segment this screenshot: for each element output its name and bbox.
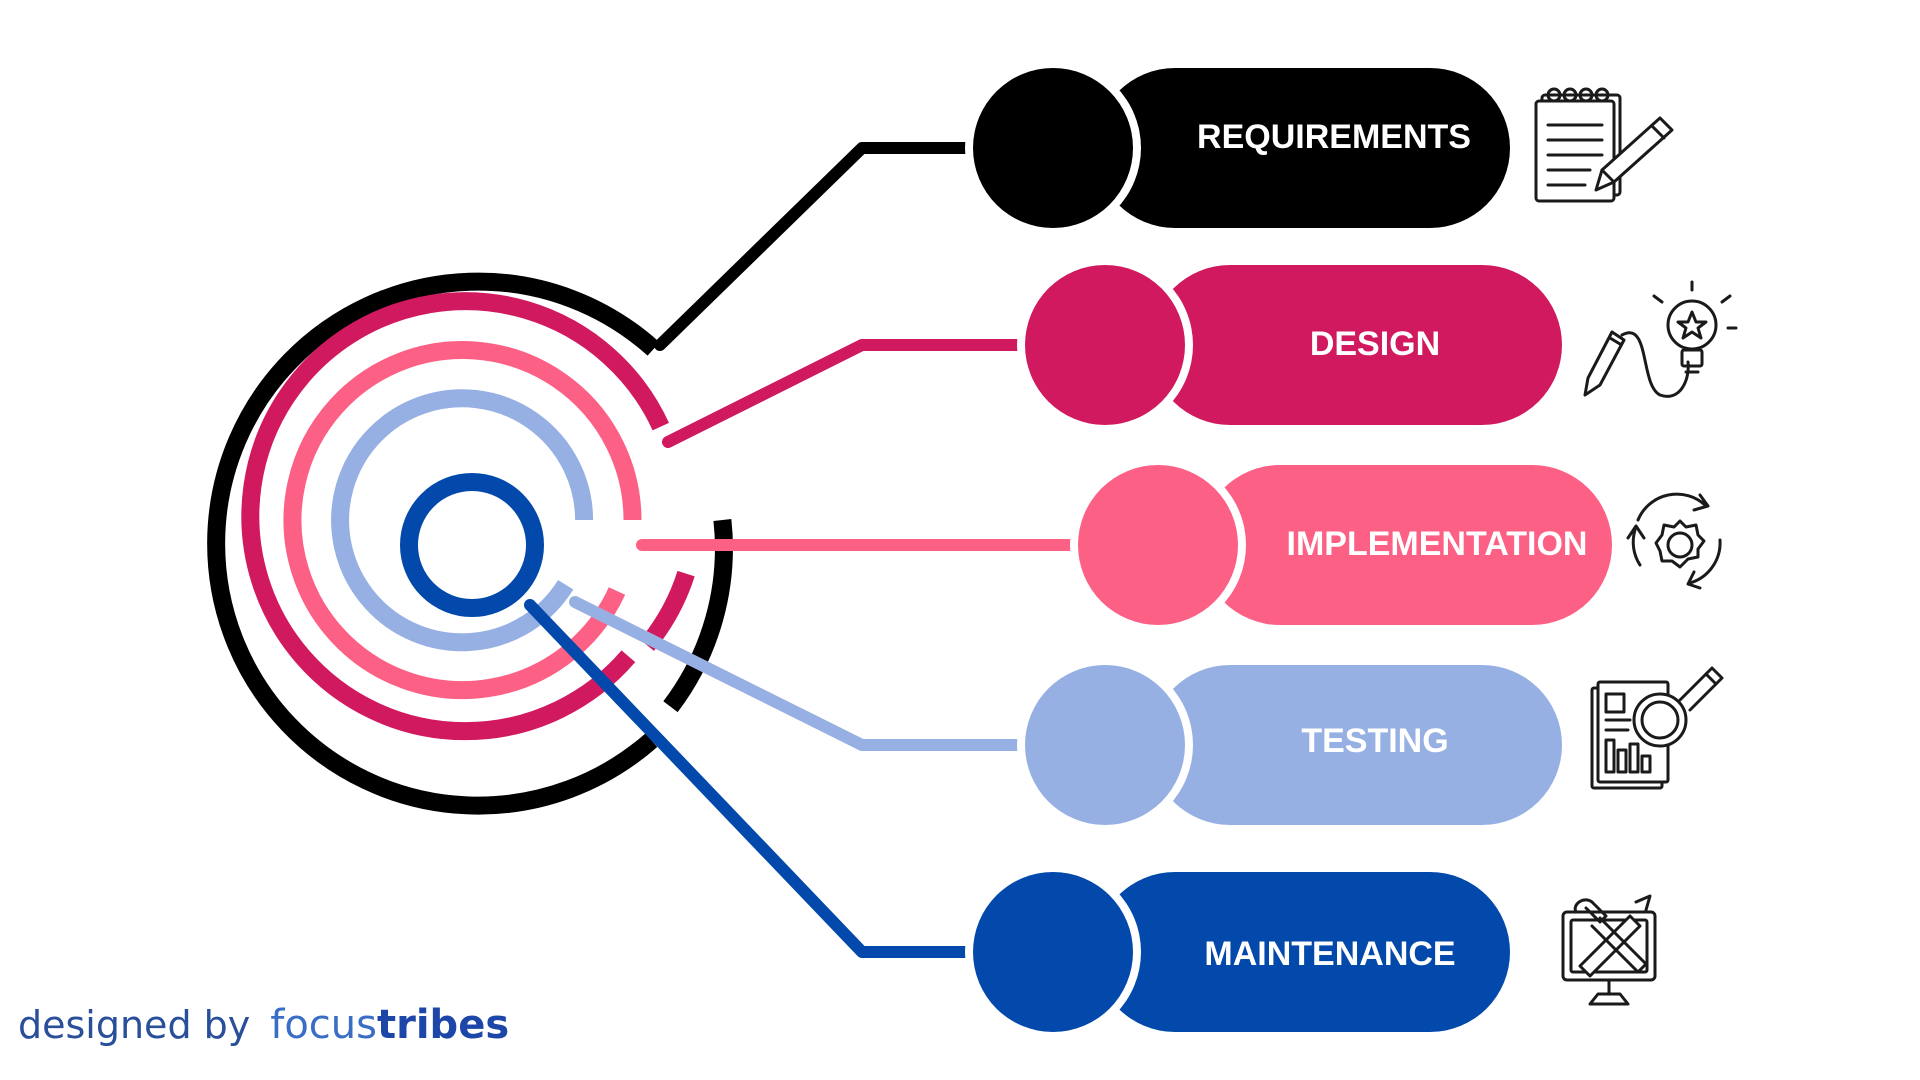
stage-testing-node	[1025, 665, 1185, 825]
stage-design-label: DESIGN	[1310, 325, 1440, 363]
ring-implementation	[283, 341, 642, 700]
gear-cycle-icon	[1626, 492, 1722, 590]
stage-testing-pill	[1150, 665, 1562, 825]
stage-testing: TESTING	[1017, 657, 1724, 833]
ring-requirements	[207, 272, 660, 815]
stage-maintenance-node	[973, 872, 1133, 1032]
stage-implementation-label: IMPLEMENTATION	[1287, 525, 1588, 563]
credit-prefix: designed by	[18, 1003, 251, 1047]
stage-maintenance: MAINTENANCE	[965, 864, 1657, 1040]
stage-implementation-node	[1078, 465, 1238, 625]
stage-implementation-pill	[1200, 465, 1612, 625]
stage-requirements-node	[973, 68, 1133, 228]
stage-maintenance-pill	[1095, 872, 1510, 1032]
ring-maintenance	[400, 473, 544, 617]
stage-design: DESIGN	[1017, 257, 1738, 433]
ring-design	[241, 292, 669, 741]
credit-brand-bold: tribes	[377, 1002, 510, 1048]
credit-watermark: designed by focustribes	[18, 995, 509, 1055]
report-magnifier-icon	[1590, 666, 1724, 790]
stage-requirements-pill	[1095, 68, 1510, 228]
notepad-pencil-icon	[1534, 87, 1674, 203]
monitor-tools-icon	[1561, 894, 1657, 1006]
stage-requirements-label: REQUIREMENTS	[1197, 118, 1471, 156]
stage-design-node	[1025, 265, 1185, 425]
stage-implementation: IMPLEMENTATION	[1070, 457, 1722, 633]
pencil-lightbulb-icon	[1583, 280, 1738, 398]
stage-design-pill	[1150, 265, 1562, 425]
credit-brand-light: focus	[270, 1002, 377, 1048]
stage-testing-label: TESTING	[1301, 722, 1448, 760]
stage-maintenance-label: MAINTENANCE	[1204, 935, 1455, 973]
ring-testing	[331, 389, 594, 652]
stage-requirements: REQUIREMENTS	[965, 60, 1674, 236]
